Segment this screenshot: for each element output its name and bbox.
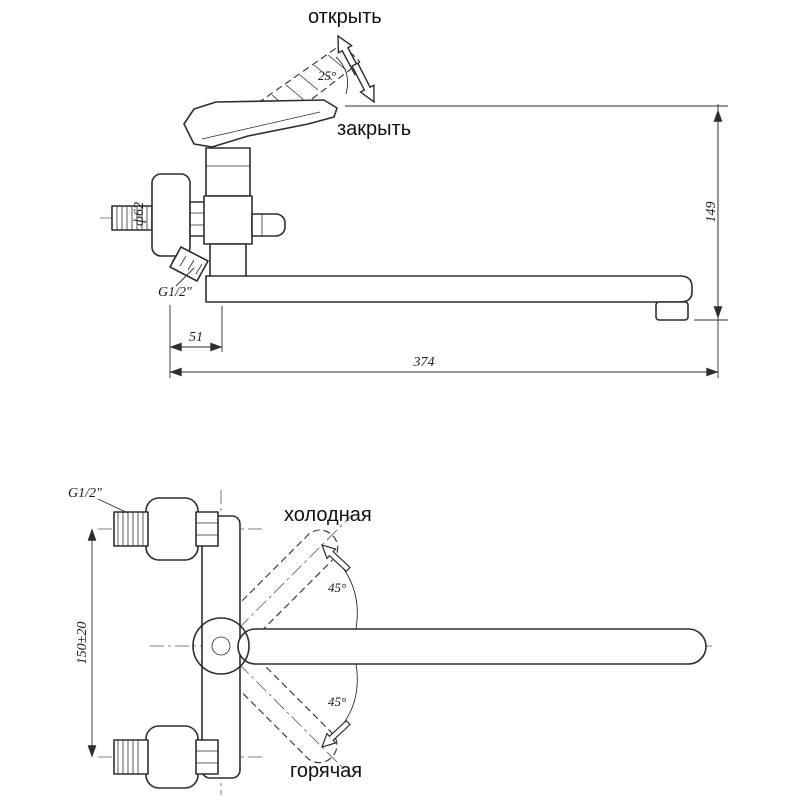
hot-angle-dim: 45° [328,694,346,709]
spout [205,275,693,321]
hot-water-label: горячая [290,760,362,782]
wall-mount-cold [113,497,219,561]
flange-diameter-dim: ф62 [132,202,147,226]
open-direction-label: открыть [308,6,382,28]
hot-rotation-arrow-icon [317,717,354,753]
height-dim: 149 [704,202,719,223]
thread-size-label-plan: G1/2" [68,486,102,501]
close-direction-label: закрыть [337,118,411,140]
aerator [655,301,689,321]
plan-view-dimensions [87,498,129,758]
cold-water-label: холодная [284,504,372,526]
handle-angle-dim: 25° [318,68,336,83]
faucet-body [169,147,286,282]
handle-angle-arc [335,56,349,95]
plan-view: G1/2" холодная горячая 45° 45° 150±20 [68,486,712,795]
handle-boss [192,617,250,675]
thread-size-label-side: G1/2" [158,285,192,300]
spout-length-dim: 374 [413,355,435,370]
hot-45-centerline [220,645,353,778]
wall-mount-left [111,173,211,257]
cold-45-centerline [220,514,353,647]
wall-mount-hot [113,725,219,789]
mount-centers-dim: 150±20 [75,622,90,665]
escutcheon-flange [151,173,191,257]
handle-boss-center [211,636,231,656]
diverter-knob [251,213,286,237]
close-rotation-arrow-icon [347,60,382,107]
spout-offset-dim: 51 [189,330,203,345]
shower-outlet [169,246,209,282]
side-view-dimensions [169,104,728,378]
side-view: открыть закрыть 25° ф62 G1/2" 51 374 149 [100,6,728,378]
cold-angle-dim: 45° [328,580,346,595]
faucet-body-plan [201,515,241,779]
spout-plan [237,628,707,665]
handle-closed [183,99,338,148]
